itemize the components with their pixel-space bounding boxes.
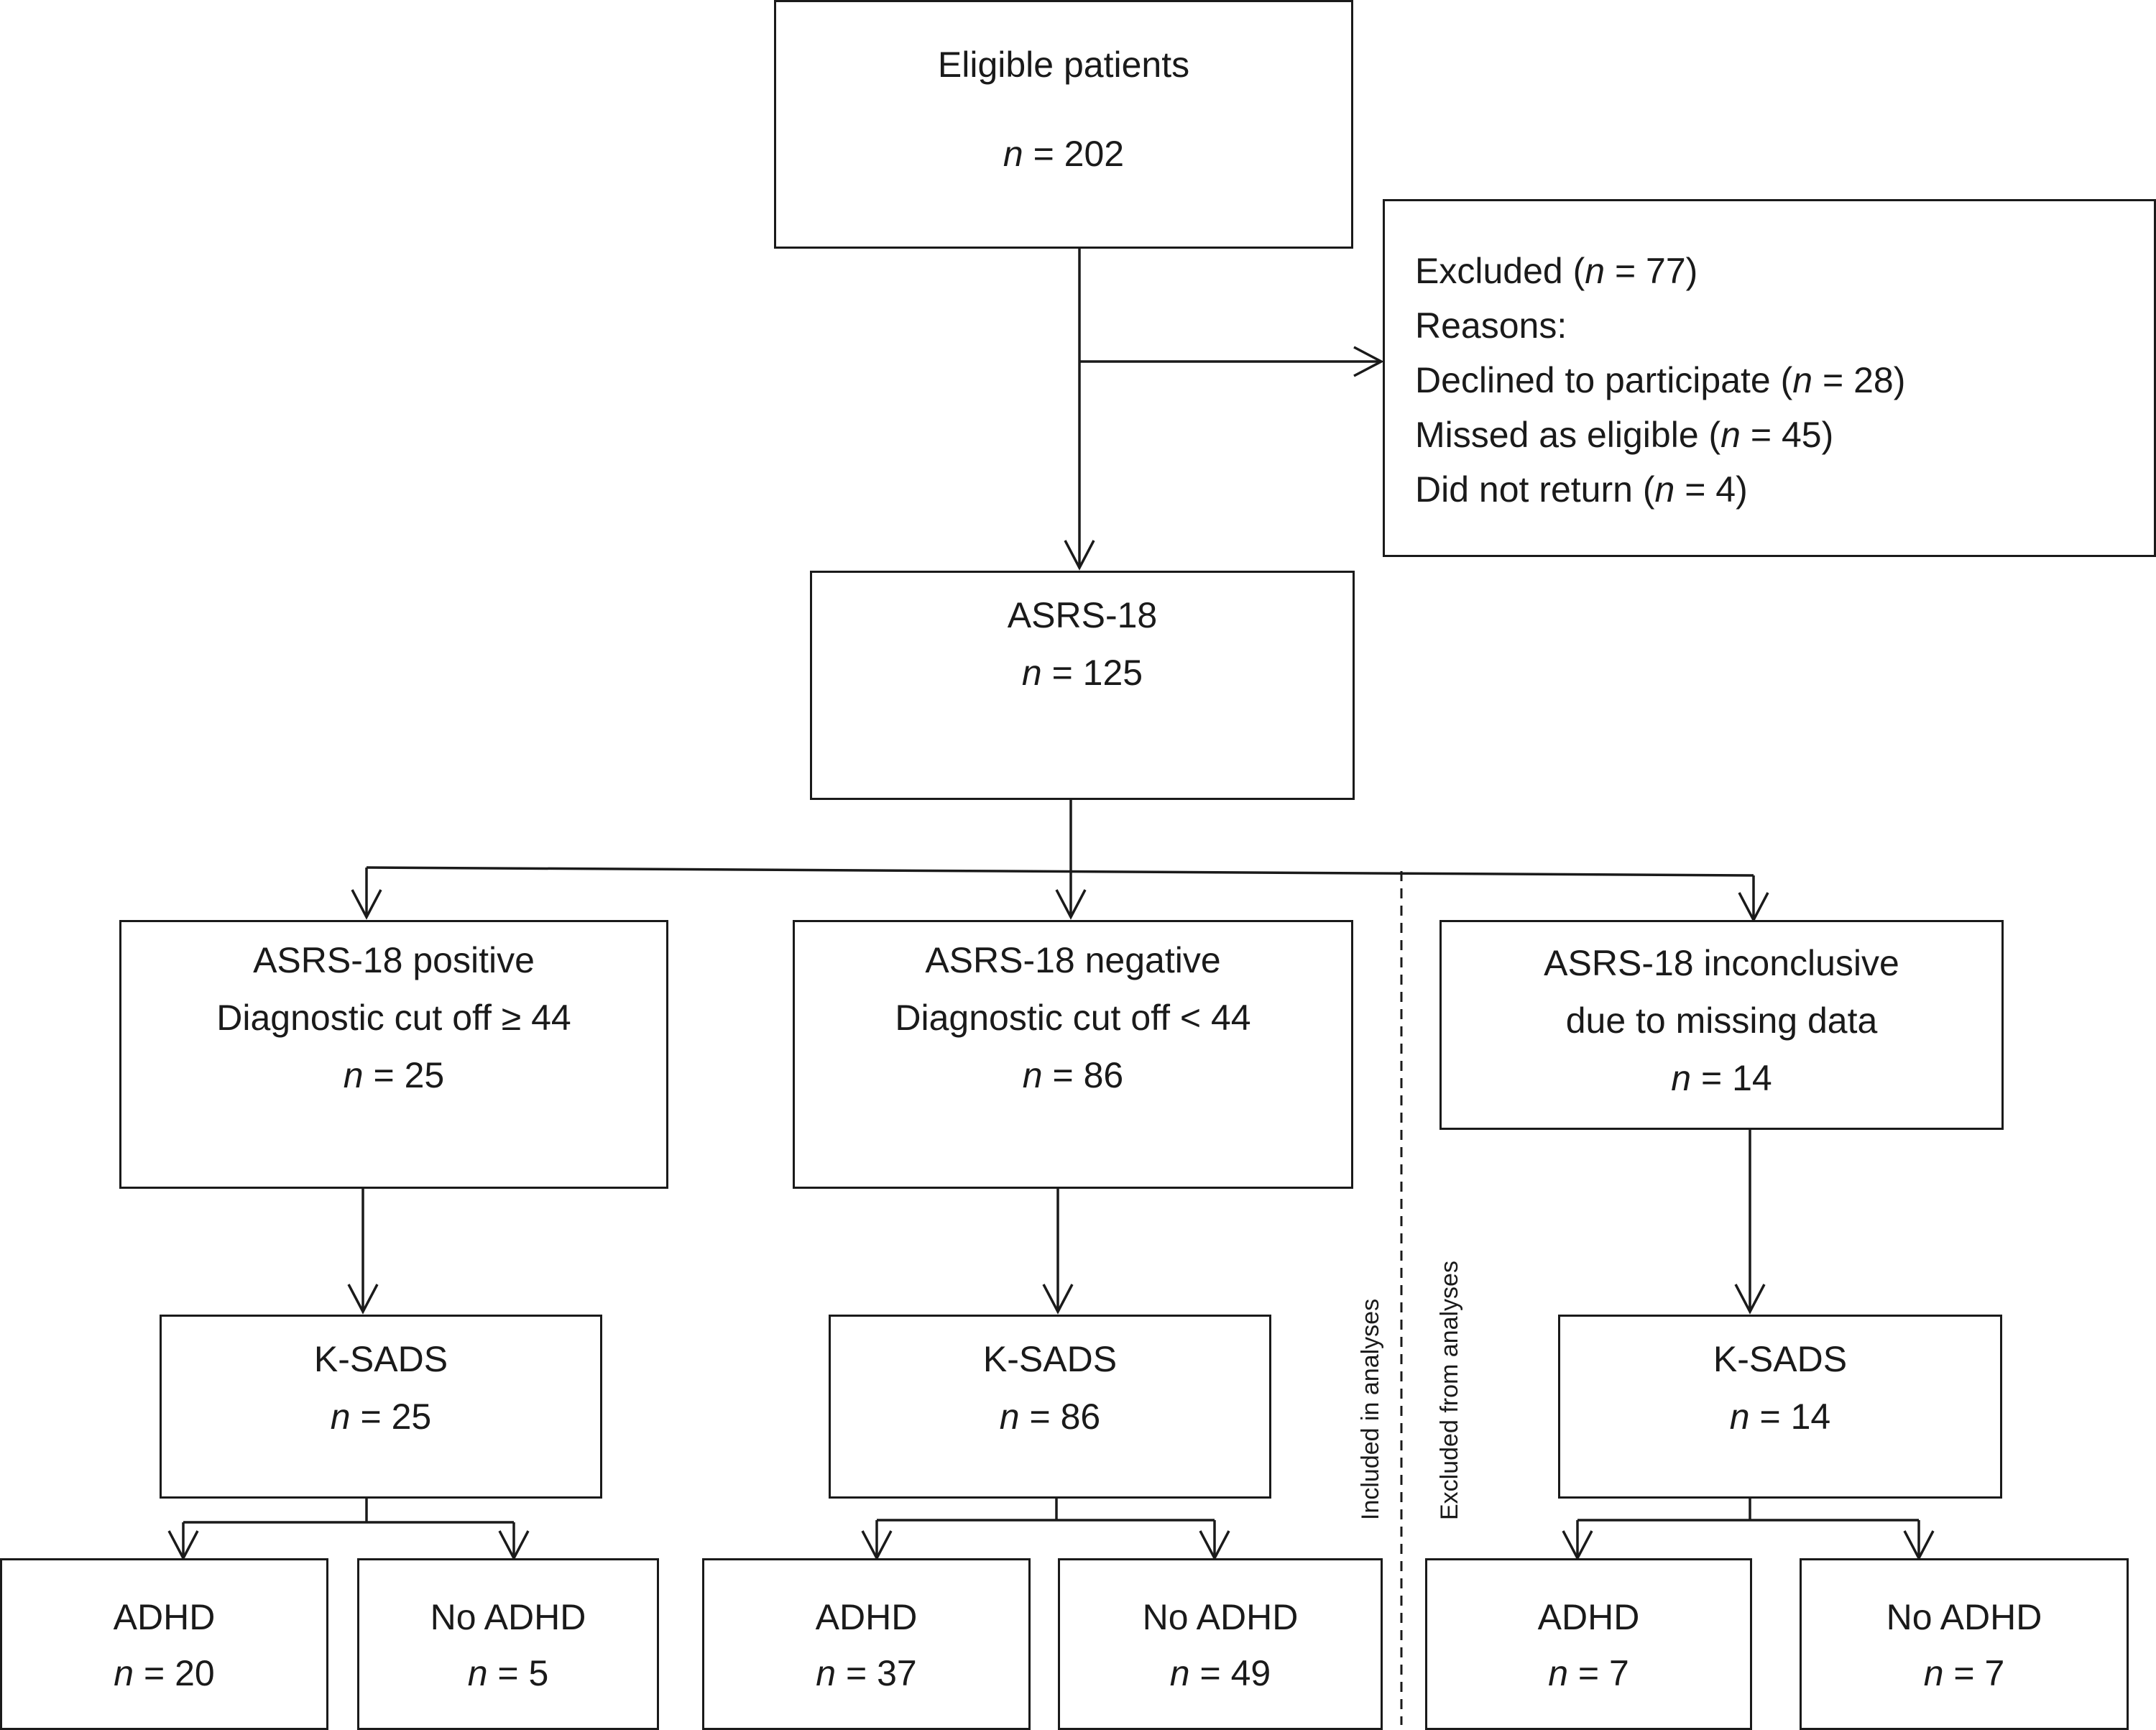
asrs-positive-box: ASRS-18 positive Diagnostic cut off ≥ 44… [119,920,668,1189]
negative-line2: Diagnostic cut off < 44 [895,998,1251,1038]
outcome-box-inc-adhd: ADHD n = 7 [1425,1558,1752,1730]
excluded-title: Excluded (n = 77) [1415,251,1698,291]
excluded-reason-not-returned: Did not return (n = 4) [1415,469,1748,510]
excluded-reason-missed: Missed as eligible (n = 45) [1415,415,1834,455]
outcome-box-neg-adhd: ADHD n = 37 [702,1558,1031,1730]
asrs-box: ASRS-18 n = 125 [810,571,1355,800]
outcome-count: n = 7 [1923,1653,2005,1693]
positive-line1: ASRS-18 positive [253,940,535,980]
asrs-count: n = 125 [1021,653,1143,693]
ksads-inconclusive-box: K-SADS n = 14 [1558,1315,2002,1499]
eligible-title: Eligible patients [937,45,1190,85]
outcome-box-inc-no-adhd: No ADHD n = 7 [1800,1558,2129,1730]
ksads-inc-count: n = 14 [1729,1397,1831,1437]
negative-count: n = 86 [1022,1055,1124,1095]
eligible-patients-box: Eligible patients n = 202 [774,0,1353,249]
edge-split-horizontal [366,866,1754,877]
ksads-positive-box: K-SADS n = 25 [160,1315,602,1499]
asrs-inconclusive-box: ASRS-18 inconclusive due to missing data… [1439,920,2004,1130]
excluded-reasons-label: Reasons: [1415,305,1567,346]
positive-line2: Diagnostic cut off ≥ 44 [216,998,571,1038]
ksads-inc-title: K-SADS [1713,1339,1848,1379]
outcome-count: n = 49 [1169,1653,1271,1693]
positive-count: n = 25 [343,1055,445,1095]
outcome-count: n = 37 [816,1653,917,1693]
outcome-box-pos-adhd: ADHD n = 20 [0,1558,328,1730]
outcome-count: n = 5 [467,1653,549,1693]
inconclusive-line1: ASRS-18 inconclusive [1544,943,1899,983]
included-in-analyses-label: Included in analyses [1357,1298,1384,1520]
outcome-box-neg-no-adhd: No ADHD n = 49 [1058,1558,1383,1730]
ksads-pos-count: n = 25 [330,1397,432,1437]
outcome-count: n = 7 [1548,1653,1629,1693]
outcome-box-pos-no-adhd: No ADHD n = 5 [357,1558,659,1730]
ksads-pos-title: K-SADS [313,1339,448,1379]
ksads-neg-count: n = 86 [999,1397,1101,1437]
outcome-title: No ADHD [1142,1597,1299,1637]
excluded-reason-declined: Declined to participate (n = 28) [1415,360,1906,400]
excluded-box: Excluded (n = 77) Reasons: Declined to p… [1383,199,2156,557]
outcome-title: No ADHD [1886,1597,2042,1637]
eligible-count: n = 202 [1003,134,1125,174]
asrs-title: ASRS-18 [1007,595,1158,635]
asrs-negative-box: ASRS-18 negative Diagnostic cut off < 44… [793,920,1353,1189]
excluded-from-analyses-label: Excluded from analyses [1436,1261,1463,1520]
outcome-title: ADHD [113,1597,216,1637]
inconclusive-count: n = 14 [1671,1058,1772,1098]
ksads-negative-box: K-SADS n = 86 [829,1315,1271,1499]
negative-line1: ASRS-18 negative [925,940,1221,980]
outcome-count: n = 20 [114,1653,215,1693]
outcome-title: ADHD [1537,1597,1640,1637]
outcome-title: ADHD [815,1597,918,1637]
inconclusive-line2: due to missing data [1565,1000,1878,1041]
ksads-neg-title: K-SADS [982,1339,1118,1379]
outcome-title: No ADHD [430,1597,586,1637]
